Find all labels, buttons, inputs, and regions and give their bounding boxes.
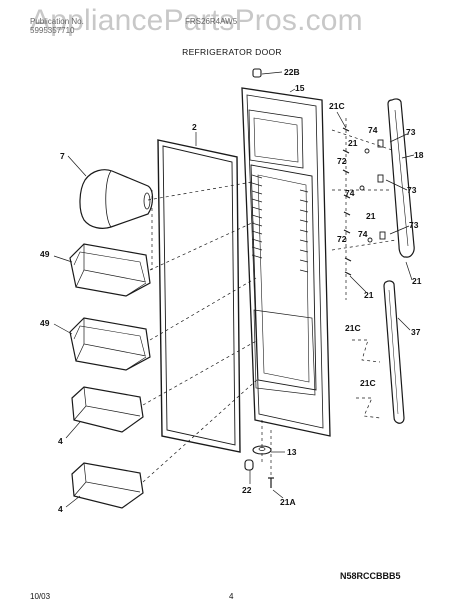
dairy-door-cover	[79, 169, 154, 229]
callout-18: 18	[414, 150, 424, 160]
publication-number: 5995357710	[30, 26, 75, 35]
callout-21c-low: 21C	[360, 378, 376, 388]
callout-74-b: 74	[345, 188, 355, 198]
hinge-pin-22	[244, 459, 254, 471]
callout-73-b: 73	[407, 185, 417, 195]
page-number: 4	[229, 592, 234, 601]
callout-21a: 21A	[280, 497, 296, 507]
callout-73-c: 73	[409, 220, 419, 230]
callout-72-b: 72	[337, 234, 347, 244]
callout-37: 37	[411, 327, 421, 337]
callout-72-a: 72	[337, 156, 347, 166]
screw-21a	[268, 477, 274, 488]
model-code: N58RCCBBB5	[340, 571, 401, 581]
callout-15: 15	[295, 83, 305, 93]
door-bin-49-upper	[69, 243, 151, 297]
model-header: FRS26R4AW5	[185, 17, 238, 26]
top-hinge-cap	[252, 68, 262, 78]
callout-13: 13	[287, 447, 297, 457]
callout-4-lower: 4	[58, 504, 63, 514]
callout-21c-top: 21C	[329, 101, 345, 111]
callout-7: 7	[60, 151, 65, 161]
page-title: REFRIGERATOR DOOR	[182, 47, 282, 57]
footer-date: 10/03	[30, 592, 51, 601]
callout-49-upper: 49	[40, 249, 50, 259]
callout-4-upper: 4	[58, 436, 63, 446]
callout-22: 22	[242, 485, 252, 495]
door-bin-49-lower	[69, 317, 151, 371]
callout-labels: 7 49 49 4 4 2 22B 15 21C 21 74 73 18 72 …	[40, 67, 424, 514]
publication-label: Publication No.	[30, 17, 84, 26]
door-handle	[387, 98, 415, 258]
callout-leaders	[53, 71, 415, 508]
callout-74-a: 74	[368, 125, 378, 135]
bottom-hinge-bushing	[252, 445, 272, 455]
door-gasket	[157, 139, 241, 453]
door-bin-4-upper	[71, 386, 144, 433]
callout-21-b: 21	[366, 211, 376, 221]
callout-21-c: 21	[412, 276, 422, 286]
dashed-assembly-lines	[142, 118, 397, 483]
callout-21-a: 21	[348, 138, 358, 148]
door-bin-4-lower	[71, 462, 144, 509]
callout-73-a: 73	[406, 127, 416, 137]
callout-49-lower: 49	[40, 318, 50, 328]
handle-trim	[383, 280, 405, 424]
callout-2: 2	[192, 122, 197, 132]
callout-21-d: 21	[364, 290, 374, 300]
callout-22b: 22B	[284, 67, 300, 77]
screws-and-plugs	[342, 127, 386, 276]
watermark: AppliancePartsPros.com	[30, 4, 363, 37]
callout-21c-mid: 21C	[345, 323, 361, 333]
door-panel	[241, 87, 331, 437]
callout-74-c: 74	[358, 229, 368, 239]
